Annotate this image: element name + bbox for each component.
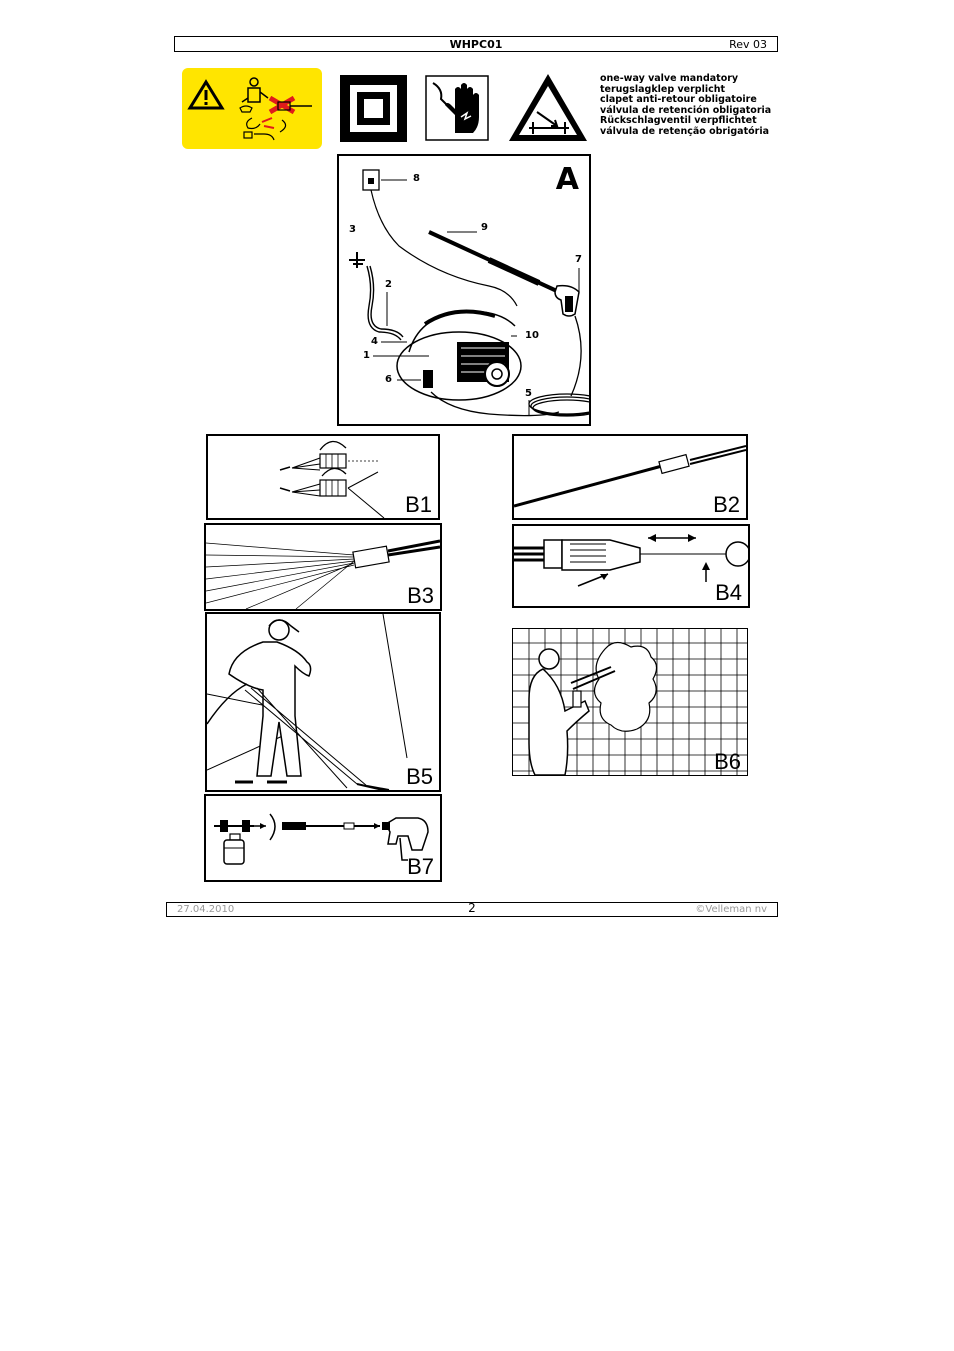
panel-b6-label: B6 <box>714 749 741 774</box>
page-number: 2 <box>468 901 476 915</box>
callout-1: 1 <box>363 350 370 361</box>
electric-shock-hand-icon <box>425 75 489 141</box>
panel-b1: B1 <box>206 434 440 520</box>
panel-b7-label: B7 <box>407 854 434 879</box>
valve-notice-fr: clapet anti-retour obligatoire <box>600 94 757 106</box>
valve-warning-triangle-icon <box>507 72 589 143</box>
callout-3: 3 <box>349 224 356 235</box>
callout-6: 6 <box>385 374 392 385</box>
callout-10: 10 <box>525 330 539 341</box>
figure-a: A 8 9 3 7 2 10 4 1 6 5 <box>337 154 591 426</box>
callout-4: 4 <box>371 336 378 347</box>
callout-9: 9 <box>481 222 488 233</box>
callout-8: 8 <box>413 173 420 184</box>
model-code: WHPC01 <box>449 38 503 51</box>
panel-b2: B2 <box>512 434 748 520</box>
valve-notice-de: Rückschlagventil verpflichtet <box>600 115 757 127</box>
footer-copyright: ©Velleman nv <box>695 904 767 915</box>
footer-date: 27.04.2010 <box>177 904 235 915</box>
panel-b4: B4 <box>512 524 750 608</box>
page-footer: 27.04.2010 2 ©Velleman nv <box>166 901 778 917</box>
panel-b5-label: B5 <box>406 764 433 789</box>
double-insulation-icon <box>340 75 407 142</box>
panel-b3-label: B3 <box>407 583 434 608</box>
callout-7: 7 <box>575 254 582 265</box>
panel-b3: B3 <box>204 523 442 611</box>
warning-label-icon <box>182 68 322 149</box>
valve-notice-nl: terugslagklep verplicht <box>600 83 726 95</box>
panel-b5: B5 <box>205 612 441 792</box>
callout-5: 5 <box>525 388 532 399</box>
figure-a-label: A <box>555 162 579 197</box>
page-header: WHPC01 Rev 03 <box>174 36 778 52</box>
valve-notice: one-way valve mandatory terugslagklep ve… <box>600 73 772 138</box>
panel-b4-label: B4 <box>715 580 742 605</box>
valve-notice-pt: válvula de retenção obrigatória <box>600 125 769 137</box>
panel-b2-label: B2 <box>713 492 740 517</box>
panel-b1-label: B1 <box>405 492 432 517</box>
panel-b7: B7 <box>204 794 442 882</box>
revision: Rev 03 <box>729 38 767 51</box>
valve-notice-en: one-way valve mandatory <box>600 73 739 84</box>
panel-b6: B6 <box>512 628 748 776</box>
valve-notice-es: válvula de retención obligatoria <box>600 104 772 116</box>
callout-2: 2 <box>385 279 392 290</box>
